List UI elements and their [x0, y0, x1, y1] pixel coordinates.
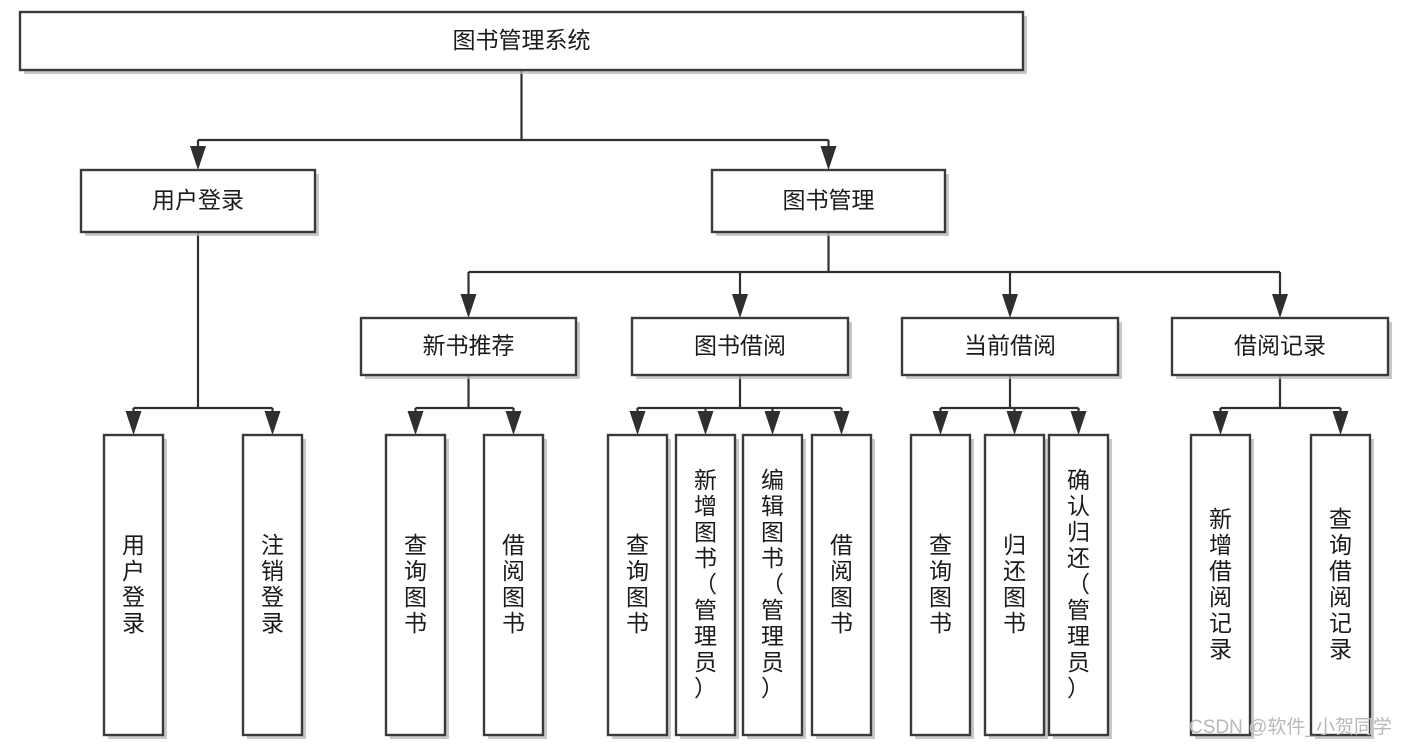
node-rect [18, 10, 1025, 72]
arrow-head-icon [505, 411, 522, 435]
arrow-head-icon [1212, 411, 1229, 435]
connector-layer [125, 70, 1349, 435]
node-leaf-user-logout[interactable]: 注销登录 [241, 433, 306, 739]
arrow-head-icon [732, 294, 748, 318]
csdn-watermark: CSDN @软件_小贺同学 [1189, 716, 1392, 738]
node-rect [1309, 433, 1372, 737]
arrow-head-icon [629, 411, 646, 435]
node-rect [810, 433, 873, 737]
node-label: 图书管理系统 [453, 27, 591, 53]
node-book-borrow[interactable]: 图书借阅 [630, 316, 852, 379]
node-current-borrow[interactable]: 当前借阅 [900, 316, 1122, 379]
node-label: 用户登录 [122, 532, 145, 636]
node-rect [710, 168, 947, 234]
node-label: 图书管理 [783, 187, 875, 213]
node-leaf-query-record[interactable]: 查询借阅记录 [1309, 433, 1374, 739]
node-rect [1047, 433, 1110, 737]
node-label: 查询图书 [929, 532, 952, 636]
node-rect [900, 316, 1120, 377]
arrow-head-icon [264, 411, 281, 435]
node-leaf-borrow-book-1[interactable]: 借阅图书 [482, 433, 547, 739]
node-label: 查询借阅记录 [1329, 506, 1352, 662]
node-borrow-record[interactable]: 借阅记录 [1170, 316, 1392, 379]
node-rect [482, 433, 545, 737]
arrow-head-icon [1272, 294, 1288, 318]
node-leaf-borrow-book-2[interactable]: 借阅图书 [810, 433, 875, 739]
arrow-head-icon [932, 411, 949, 435]
node-label: 借阅记录 [1234, 333, 1326, 359]
node-leaf-add-record[interactable]: 新增借阅记录 [1189, 433, 1254, 739]
node-leaf-query-book-3[interactable]: 查询图书 [909, 433, 974, 739]
arrow-head-icon [833, 411, 850, 435]
arrow-head-icon [1006, 411, 1023, 435]
node-rect [741, 433, 804, 737]
node-label: 注销登录 [261, 532, 284, 636]
node-leaf-query-book-2[interactable]: 查询图书 [606, 433, 671, 739]
node-rect [909, 433, 972, 737]
node-label: 图书借阅 [694, 333, 786, 359]
arrow-head-icon [460, 294, 477, 318]
node-label: 当前借阅 [964, 333, 1056, 359]
arrow-head-icon [764, 411, 781, 435]
node-rect [606, 433, 669, 737]
node-label: 确认归还（管理员） [1067, 467, 1090, 701]
node-leaf-query-book-1[interactable]: 查询图书 [384, 433, 449, 739]
node-book-manage[interactable]: 图书管理 [710, 168, 949, 236]
node-label: 新增借阅记录 [1209, 506, 1232, 662]
arrow-head-icon [1332, 411, 1349, 435]
node-leaf-add-book[interactable]: 新增图书（管理员） [674, 433, 739, 739]
node-label: 借阅图书 [830, 532, 853, 636]
node-leaf-edit-book[interactable]: 编辑图书（管理员） [741, 433, 806, 739]
node-label: 用户登录 [152, 187, 244, 213]
node-label: 归还图书 [1003, 532, 1026, 636]
arrow-head-icon [1002, 294, 1018, 318]
node-layer: 用户登录用户登录注销登录图书管理新书推荐查询图书借阅图书图书借阅查询图书新增图书… [18, 10, 1392, 739]
node-label: 查询图书 [626, 532, 649, 636]
node-rect [241, 433, 304, 737]
node-rect [79, 168, 317, 234]
node-leaf-return-book[interactable]: 归还图书 [983, 433, 1048, 739]
node-rect [1170, 316, 1390, 377]
node-leaf-user-login[interactable]: 用户登录 [102, 433, 167, 739]
node-rect [102, 433, 165, 737]
node-user-login[interactable]: 用户登录 [79, 168, 319, 236]
node-root[interactable]: 图书管理系统 [18, 10, 1027, 74]
node-rect [674, 433, 737, 737]
node-leaf-confirm-return[interactable]: 确认归还（管理员） [1047, 433, 1112, 739]
arrow-head-icon [407, 411, 424, 435]
arrow-head-icon [125, 411, 142, 435]
node-label: 新书推荐 [423, 333, 515, 359]
node-label: 新增图书（管理员） [694, 467, 717, 701]
node-rect [630, 316, 850, 377]
node-rect [384, 433, 447, 737]
arrow-head-icon [697, 411, 714, 435]
arrow-head-icon [1070, 411, 1087, 435]
arrow-head-icon [190, 146, 206, 170]
node-rect [1189, 433, 1252, 737]
node-new-book-recommend[interactable]: 新书推荐 [359, 316, 580, 379]
node-rect [983, 433, 1046, 737]
node-rect [359, 316, 578, 377]
arrow-head-icon [820, 146, 837, 170]
node-label: 编辑图书（管理员） [761, 467, 784, 701]
node-label: 借阅图书 [502, 532, 525, 636]
node-label: 查询图书 [404, 532, 427, 636]
